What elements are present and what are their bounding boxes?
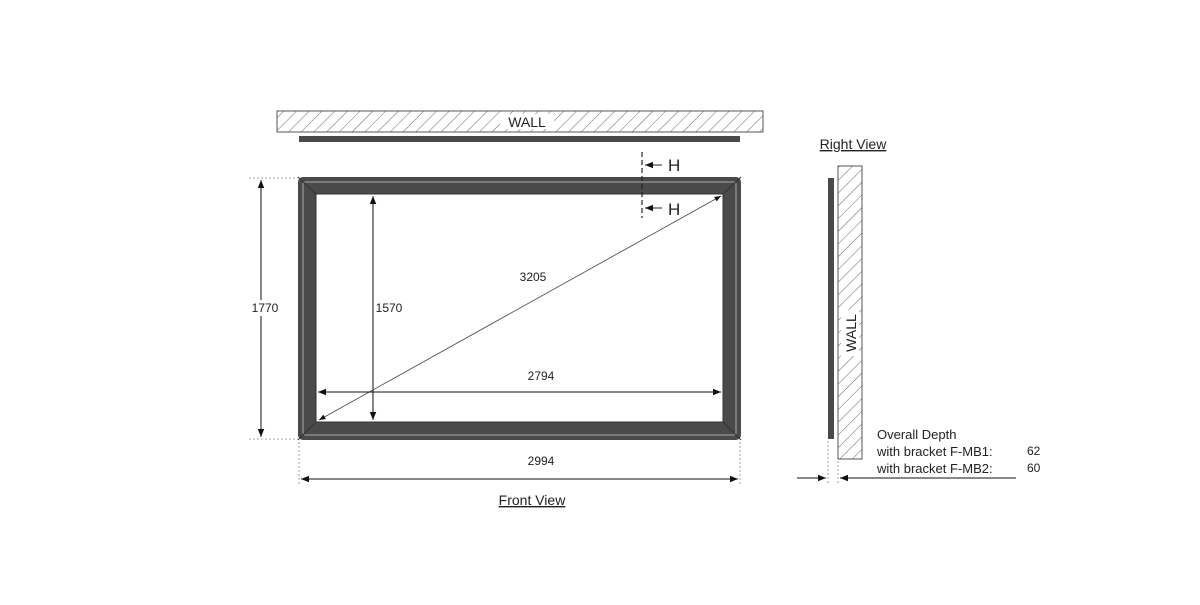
dim-outer-width: 2994 — [298, 442, 741, 486]
section-label-bottom: H — [668, 200, 680, 219]
side-wall-label-bg — [841, 310, 859, 356]
wall-label: WALL — [508, 114, 546, 130]
side-wall-label: WALL — [843, 314, 859, 352]
dim-outer-height: 1770 — [247, 177, 298, 440]
wall-label-bg — [500, 114, 554, 129]
depth-note-row-label: with bracket F-MB2: — [876, 461, 993, 476]
dim-label-outer-width: 2994 — [528, 454, 555, 468]
dim-label-inner-height: 1570 — [376, 301, 403, 315]
frame-miter — [297, 176, 317, 195]
front-view-title: Front View — [499, 492, 567, 508]
frame-highlight — [302, 181, 737, 436]
side-screen-profile — [828, 178, 834, 439]
dim-label-diagonal: 3205 — [520, 270, 547, 284]
top-bar — [299, 136, 740, 142]
right-view: Right View WALL Overall Depth with brack… — [797, 136, 1041, 484]
depth-note: Overall Depth with bracket F-MB1: 62 wit… — [876, 427, 1041, 476]
depth-note-row-value: 62 — [1027, 444, 1041, 458]
dim-label-inner-width: 2794 — [528, 369, 555, 383]
dim-line — [318, 195, 722, 421]
section-label-top: H — [668, 156, 680, 175]
dim-label-outer-height: 1770 — [252, 301, 279, 315]
top-wall: WALL — [276, 110, 764, 142]
frame-miter — [297, 421, 317, 441]
dim-label-bg — [247, 300, 283, 316]
frame-miter — [722, 176, 742, 195]
dim-depth — [797, 441, 1016, 484]
depth-note-heading: Overall Depth — [877, 427, 956, 442]
front-view: WALL H H 1770 — [247, 110, 764, 508]
frame-miter — [722, 421, 742, 441]
depth-note-row-label: with bracket F-MB1: — [876, 444, 993, 459]
right-view-title: Right View — [820, 136, 888, 152]
dim-inner-width: 2794 — [318, 369, 721, 396]
dim-diagonal: 3205 — [318, 195, 722, 421]
depth-note-row-value: 60 — [1027, 461, 1041, 475]
